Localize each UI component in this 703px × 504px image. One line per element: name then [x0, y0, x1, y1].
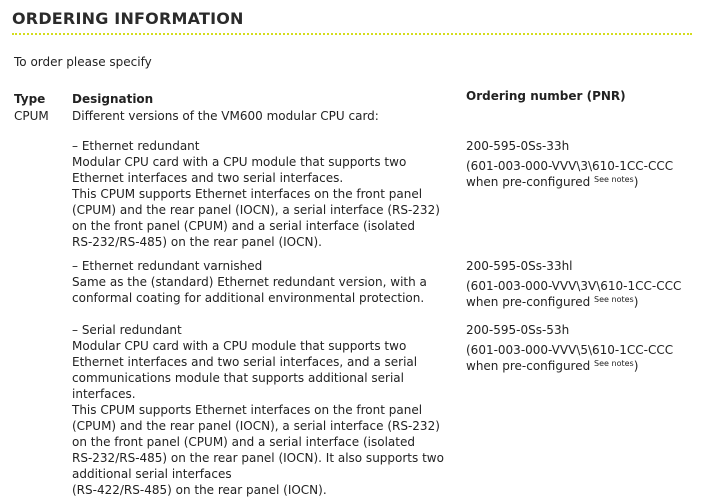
close-paren: ): [633, 359, 639, 373]
pnr-value: 200-595-0Ss-33h: [466, 139, 570, 153]
description-line: interfaces.: [72, 387, 136, 401]
header-ordering-number: Ordering number (PNR): [466, 89, 626, 103]
preconfig-line: when pre-configured See notes): [466, 174, 673, 190]
description-line: RS-232/RS-485) on the rear panel (IOCN).: [72, 235, 322, 249]
intro-text: To order please specify: [14, 55, 152, 69]
variant-serial-redundant-description: – Serial redundant Modular CPU card with…: [72, 322, 444, 498]
close-paren: ): [633, 295, 639, 309]
description-line: Modular CPU card with a CPU module that …: [72, 339, 407, 353]
description-line: conformal coating for additional environ…: [72, 291, 425, 305]
description-line: – Ethernet redundant: [72, 139, 200, 153]
preconfig-line: (601-003-000-VVV\3V\610-1CC-CCC: [466, 279, 682, 293]
variant-ethernet-redundant-pnr: 200-595-0Ss-33h (601-003-000-VVV\3\610-1…: [466, 138, 673, 190]
variant-ethernet-redundant-description: – Ethernet redundant Modular CPU card wi…: [72, 138, 440, 250]
description-line: (CPUM) and the rear panel (IOCN), a seri…: [72, 419, 440, 433]
see-notes-ref: See notes: [594, 295, 634, 304]
variant-serial-redundant-pnr: 200-595-0Ss-53h (601-003-000-VVV\5\610-1…: [466, 322, 673, 374]
pnr-value: 200-595-0Ss-53h: [466, 323, 570, 337]
see-notes-ref: See notes: [594, 175, 634, 184]
header-type: Type: [14, 92, 46, 106]
description-line: communications module that supports addi…: [72, 371, 404, 385]
description-line: Ethernet interfaces and two serial inter…: [72, 355, 418, 369]
preconfig-text: when pre-configured: [466, 359, 591, 373]
preconfig-line: (601-003-000-VVV\5\610-1CC-CCC: [466, 343, 674, 357]
preconfig-line: (601-003-000-VVV\3\610-1CC-CCC: [466, 159, 674, 173]
description-line: Ethernet interfaces and two serial inter…: [72, 171, 344, 185]
preconfig-text: when pre-configured: [466, 295, 591, 309]
description-line: (RS-422/RS-485) on the rear panel (IOCN)…: [72, 483, 327, 497]
description-line: RS-232/RS-485) on the rear panel (IOCN).…: [72, 451, 444, 465]
section-title: ORDERING INFORMATION: [12, 9, 244, 28]
preconfig-line: when pre-configured See notes): [466, 358, 673, 374]
description-line: (CPUM) and the rear panel (IOCN), a seri…: [72, 203, 440, 217]
see-notes-ref: See notes: [594, 359, 634, 368]
description-line: Same as the (standard) Ethernet redundan…: [72, 275, 427, 289]
close-paren: ): [633, 175, 639, 189]
description-line: – Ethernet redundant varnished: [72, 259, 263, 273]
header-designation: Designation: [72, 92, 154, 106]
description-line: This CPUM supports Ethernet interfaces o…: [72, 187, 423, 201]
description-line: Modular CPU card with a CPU module that …: [72, 155, 407, 169]
variant-ethernet-redundant-varnished-pnr: 200-595-0Ss-33hl (601-003-000-VVV\3V\610…: [466, 258, 681, 310]
description-line: additional serial interfaces: [72, 467, 232, 481]
preconfig-text: when pre-configured: [466, 175, 591, 189]
preconfig-line: when pre-configured See notes): [466, 294, 681, 310]
description-line: on the front panel (CPUM) and a serial i…: [72, 219, 415, 233]
variant-ethernet-redundant-varnished-description: – Ethernet redundant varnished Same as t…: [72, 258, 427, 306]
type-value: CPUM: [14, 109, 49, 123]
pnr-value: 200-595-0Ss-33hl: [466, 259, 573, 273]
description-line: – Serial redundant: [72, 323, 182, 337]
type-description: Different versions of the VM600 modular …: [72, 109, 379, 123]
dotted-divider: [12, 33, 692, 35]
description-line: This CPUM supports Ethernet interfaces o…: [72, 403, 423, 417]
description-line: on the front panel (CPUM) and a serial i…: [72, 435, 415, 449]
